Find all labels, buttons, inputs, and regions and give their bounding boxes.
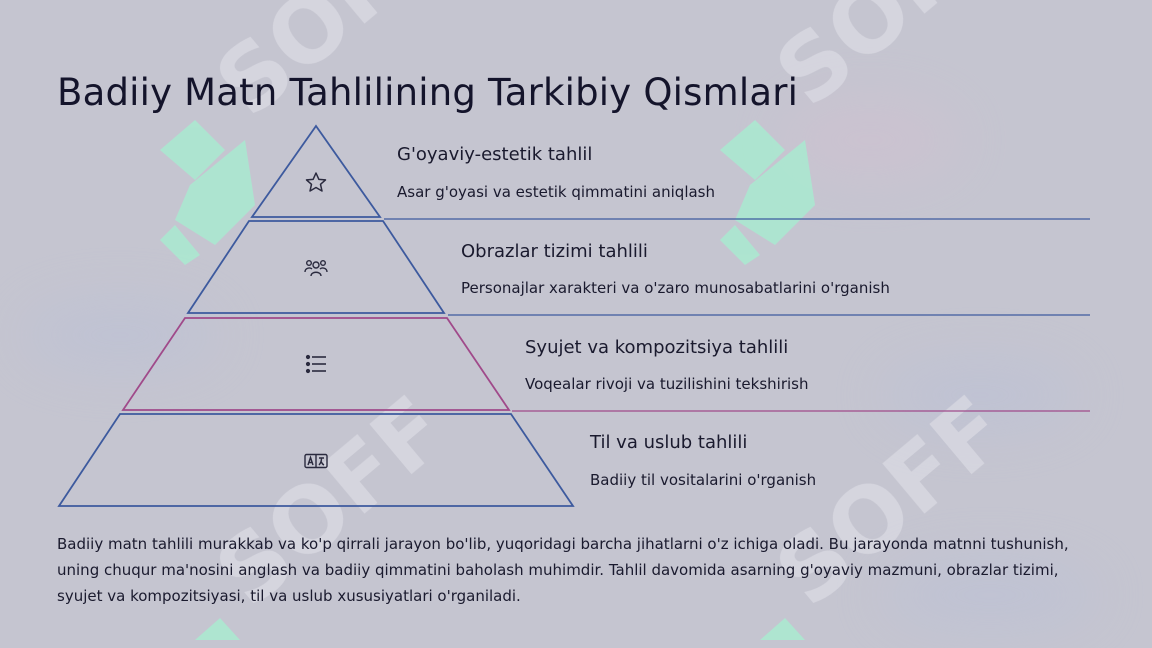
background-blob bbox=[880, 560, 1100, 630]
page-title: Badiiy Matn Tahlilining Tarkibiy Qismlar… bbox=[57, 70, 799, 114]
level-1-description: Asar g'oyasi va estetik qimmatini aniqla… bbox=[397, 183, 716, 201]
background-blob bbox=[20, 300, 220, 370]
level-2-title: Obrazlar tizimi tahlili bbox=[461, 241, 648, 262]
level-4-title: Til va uslub tahlili bbox=[590, 432, 748, 453]
star-icon bbox=[305, 172, 327, 192]
level-3-title: Syujet va kompozitsiya tahlili bbox=[525, 337, 789, 358]
translate-icon bbox=[304, 453, 328, 469]
level-1-title: G'oyaviy-estetik tahlil bbox=[397, 144, 593, 165]
level-4-description: Badiiy til vositalarini o'rganish bbox=[590, 471, 817, 489]
pyramid-level-2 bbox=[186, 220, 446, 314]
background-blob bbox=[880, 360, 1080, 430]
list-icon bbox=[305, 354, 326, 374]
pyramid-level-3 bbox=[121, 317, 511, 411]
level-3-description: Voqealar rivoji va tuzilishini tekshiris… bbox=[525, 375, 809, 393]
pyramid-level-4 bbox=[57, 413, 575, 507]
summary-paragraph: Badiiy matn tahlili murakkab va ko'p qir… bbox=[57, 535, 1069, 605]
pyramid-level-1 bbox=[250, 124, 382, 218]
level-2-description: Personajlar xarakteri va o'zaro munosaba… bbox=[461, 279, 890, 297]
users-icon bbox=[304, 259, 328, 277]
